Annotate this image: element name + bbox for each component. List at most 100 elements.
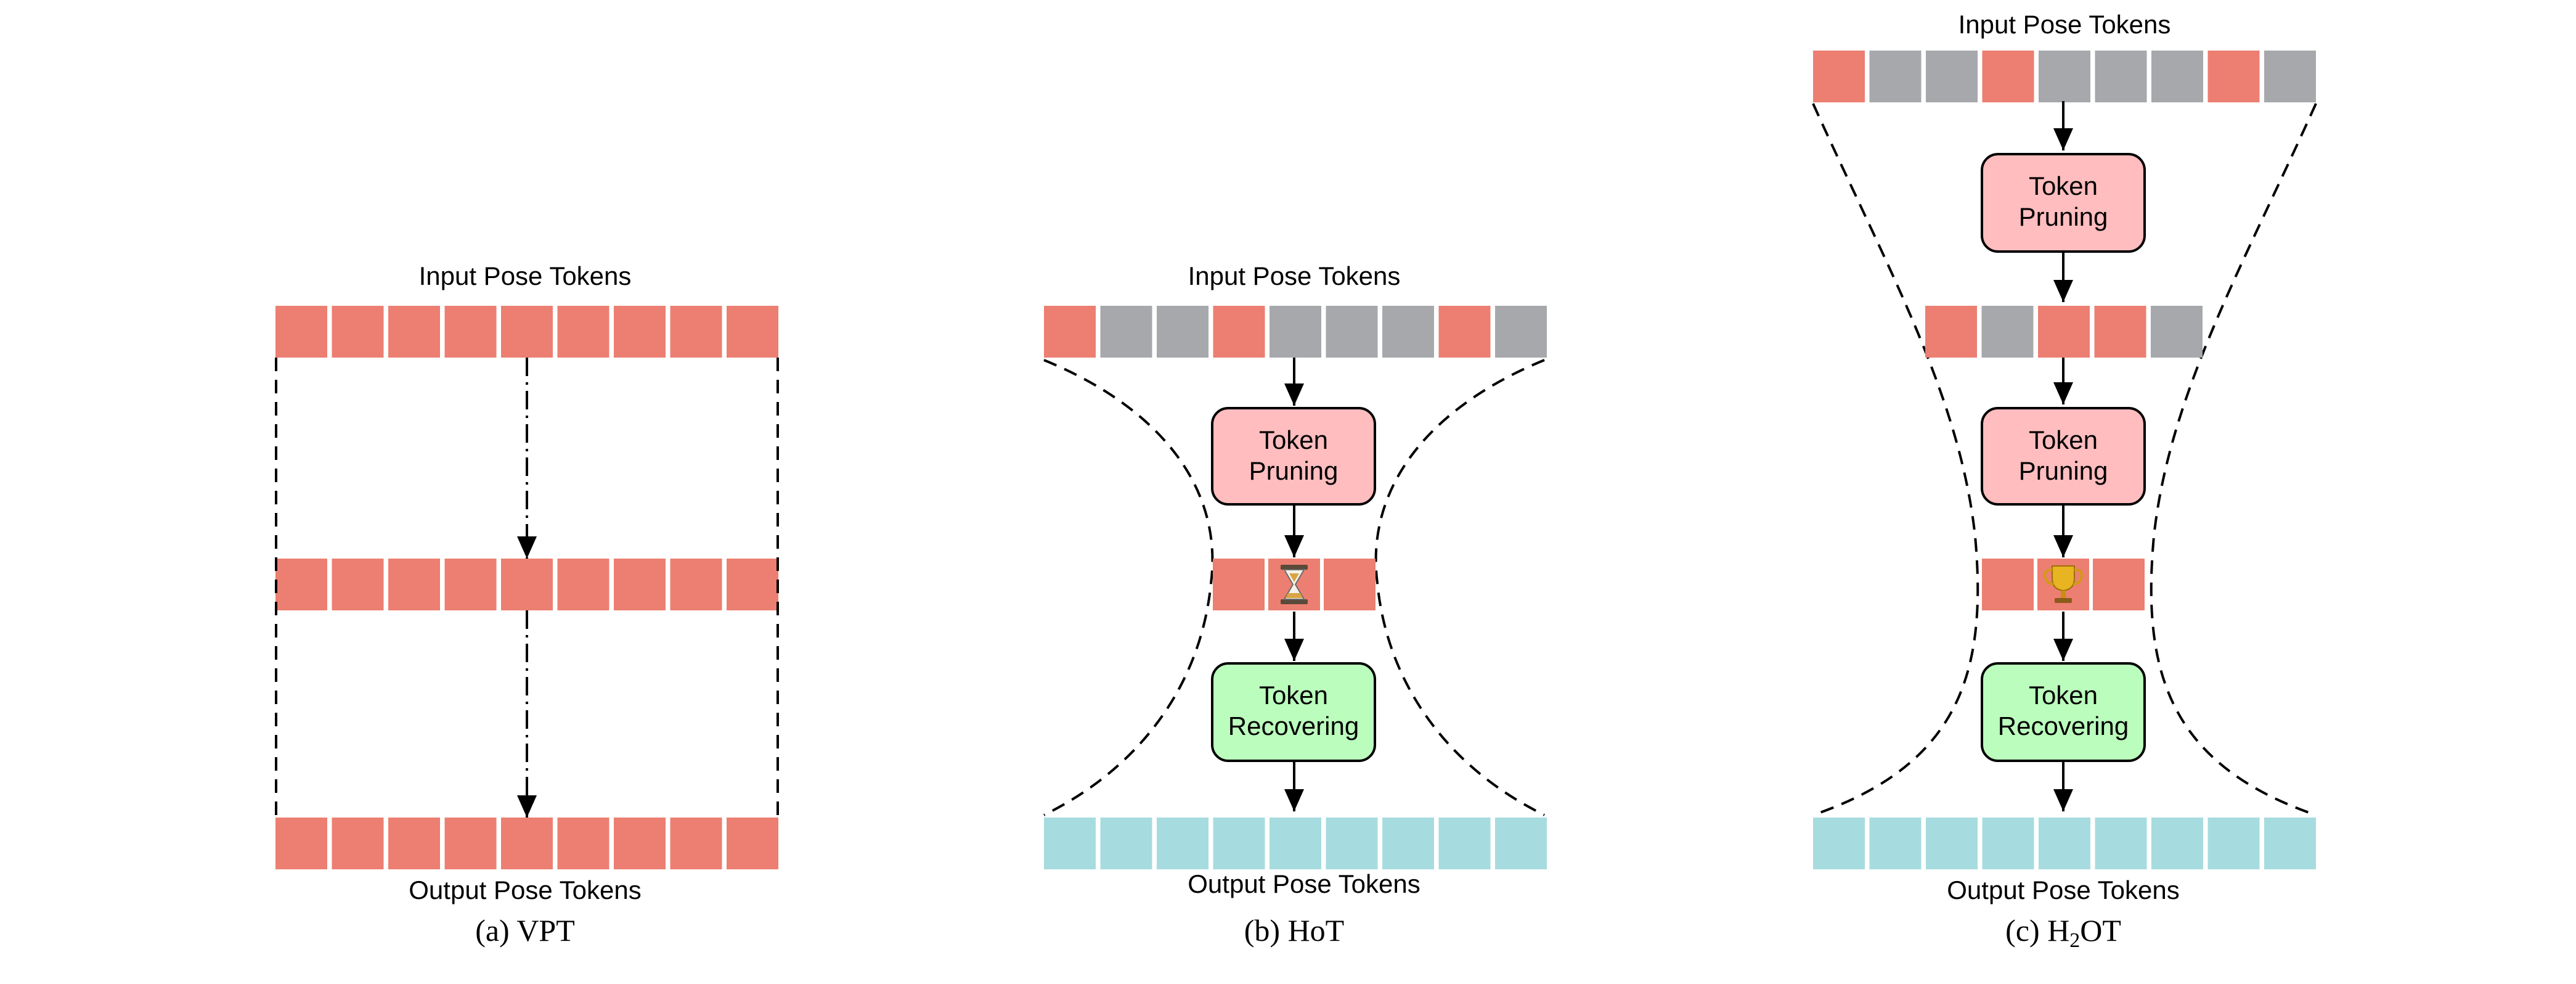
h2ot-output-token-3 (1926, 818, 1978, 869)
hot-output-token-8 (1438, 818, 1491, 869)
vpt-middle-token-4 (444, 559, 497, 610)
hot-right-curve (1374, 359, 1545, 816)
vpt-input-token-9 (727, 306, 778, 358)
h2ot-recovering-label: Token (2029, 681, 2098, 710)
vpt-middle-token-3 (388, 559, 440, 610)
h2ot-output-label: Output Pose Tokens (1947, 875, 2179, 904)
vpt-output-token-3 (388, 818, 440, 869)
hot-input-label: Input Pose Tokens (1188, 261, 1401, 290)
hot-output-token-3 (1157, 818, 1209, 869)
h2ot-pruned-token-3 (2038, 306, 2090, 358)
hot-left-curve (1043, 359, 1214, 816)
vpt-middle-token-5 (501, 559, 553, 610)
h2ot-input-token-5 (2039, 51, 2090, 102)
h2ot-middle-token-row (1982, 559, 2145, 610)
h2ot-caption: (c) H2OT (2005, 913, 2121, 952)
vpt-output-token-row (275, 818, 778, 869)
h2ot-caption-letter: (c) (2005, 913, 2040, 948)
vpt-middle-token-8 (670, 559, 722, 610)
vpt-input-token-1 (275, 306, 327, 358)
vpt-input-token-5 (501, 306, 553, 358)
h2ot-output-token-2 (1869, 818, 1922, 869)
vpt-output-token-5 (501, 818, 553, 869)
hot-recovering-label-line-2: Recovering (1228, 711, 1359, 740)
h2ot-middle-token-1 (1982, 559, 2034, 610)
h2ot-output-token-7 (2151, 818, 2203, 869)
vpt-middle-token-2 (332, 559, 384, 610)
vpt-output-token-9 (727, 818, 778, 869)
vpt-output-token-6 (557, 818, 609, 869)
h2ot-output-token-5 (2039, 818, 2090, 869)
h2ot-caption-name: H (2047, 913, 2069, 948)
hot-output-token-9 (1495, 818, 1547, 869)
hot-input-token-9 (1495, 306, 1547, 358)
h2ot-input-token-3 (1926, 51, 1978, 102)
hot-input-token-3 (1157, 306, 1209, 358)
h2ot-input-token-6 (2095, 51, 2147, 102)
hot-middle-token-row (1213, 559, 1376, 610)
h2ot-input-token-row (1813, 51, 2316, 102)
h2ot-input-token-1 (1813, 51, 1865, 102)
hot-input-token-4 (1213, 306, 1265, 358)
hot-output-token-4 (1213, 818, 1265, 869)
h2ot-output-token-row (1813, 818, 2316, 869)
h2ot-caption-subscript: 2 (2069, 929, 2080, 952)
vpt-input-token-7 (614, 306, 666, 358)
h2ot-input-token-2 (1869, 51, 1922, 102)
vpt-caption-letter: (a) (475, 913, 510, 948)
hot-output-token-1 (1044, 818, 1096, 869)
vpt-middle-token-7 (614, 559, 666, 610)
h2ot-recovering-label-line-2: Recovering (1998, 711, 2129, 740)
vpt-output-token-4 (444, 818, 497, 869)
vpt-middle-token-6 (557, 559, 609, 610)
h2ot-input-label: Input Pose Tokens (1958, 10, 2171, 39)
vpt-input-token-3 (388, 306, 440, 358)
hot-input-token-5 (1270, 306, 1321, 358)
hot-output-token-6 (1326, 818, 1378, 869)
h2ot-input-token-4 (1982, 51, 2034, 102)
hourglass-icon (1281, 565, 1308, 604)
hot-input-token-2 (1100, 306, 1152, 358)
vpt-caption-name: VPT (516, 913, 574, 948)
vpt-caption: (a) VPT (475, 913, 575, 948)
vpt-output-token-2 (332, 818, 384, 869)
h2ot-output-token-9 (2264, 818, 2316, 869)
h2ot-pruned-token-5 (2151, 306, 2203, 358)
h2ot-output-token-8 (2207, 818, 2260, 869)
hot-recovering-label: Token (1259, 681, 1328, 710)
vpt-input-label: Input Pose Tokens (419, 261, 632, 290)
hot-middle-token-1 (1213, 559, 1265, 610)
hot-output-token-row (1044, 818, 1547, 869)
h2ot-caption-name-tail: OT (2080, 913, 2121, 948)
hot-input-token-row (1044, 306, 1547, 358)
vpt-output-token-1 (275, 818, 327, 869)
h2ot-pruning-label-2-line-2: Pruning (2019, 456, 2108, 485)
vpt-middle-token-9 (727, 559, 778, 610)
hot-pruning-label: Token (1259, 425, 1328, 454)
vpt-middle-token-1 (275, 559, 327, 610)
h2ot-input-token-9 (2264, 51, 2316, 102)
hot-input-token-7 (1382, 306, 1434, 358)
vpt-input-token-8 (670, 306, 722, 358)
h2ot-pruning-label-1: Token (2029, 171, 2098, 200)
vpt-output-token-8 (670, 818, 722, 869)
h2ot-pruned-token-4 (2094, 306, 2146, 358)
panel-vpt: Input Pose Tokens Output Pose Tokens (a)… (275, 261, 779, 948)
h2ot-pruned-token-2 (1981, 306, 2034, 358)
h2ot-pruning-label-2: Token (2029, 425, 2098, 454)
hot-output-token-2 (1100, 818, 1152, 869)
hot-output-label: Output Pose Tokens (1188, 869, 1420, 898)
